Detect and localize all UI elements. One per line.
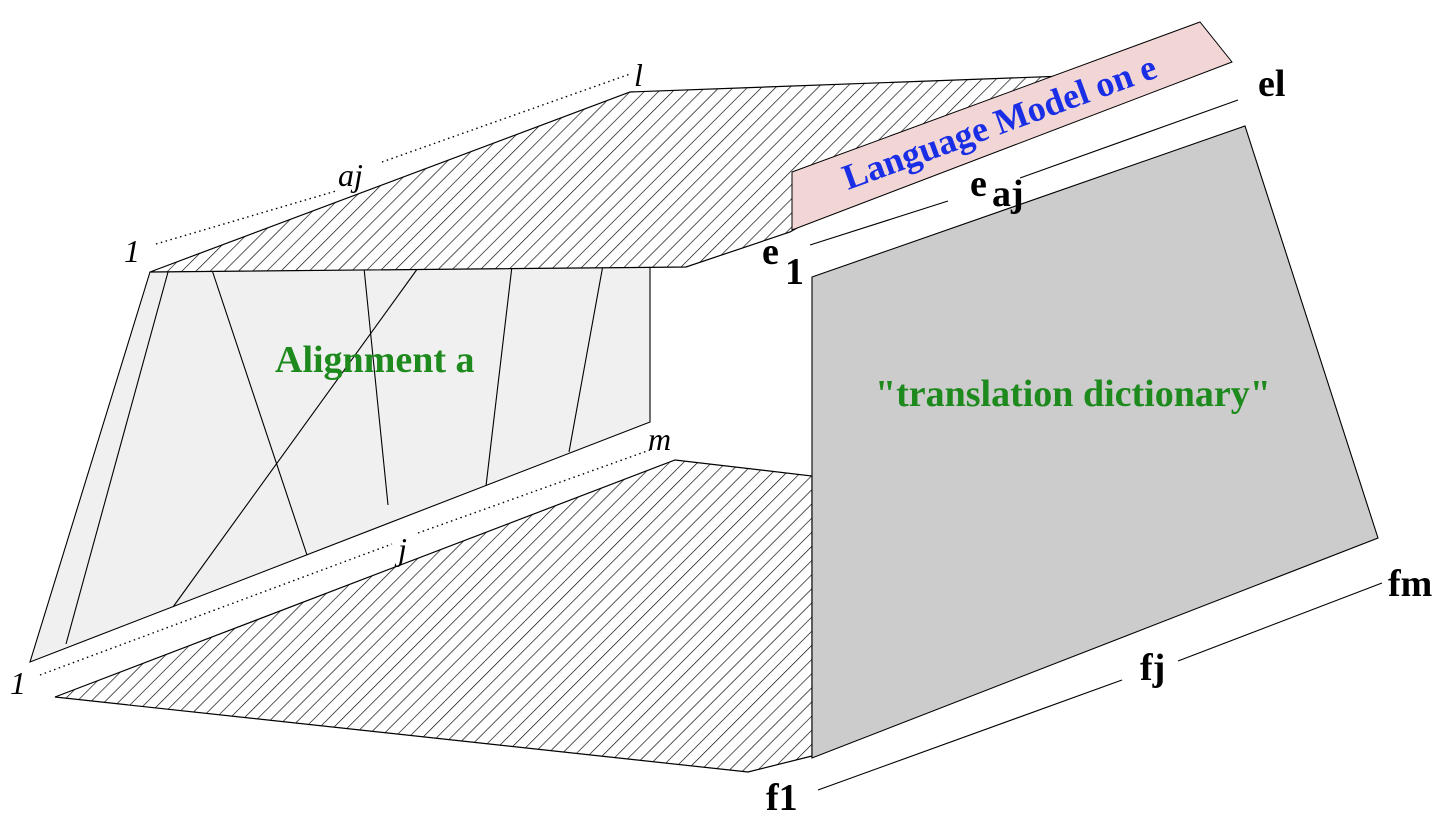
foreign-index-axis [417, 449, 651, 534]
axis-label-aj: aj [338, 157, 363, 193]
translation-dictionary-panel [811, 125, 1379, 759]
foreign-axis-line-lower [817, 679, 1123, 791]
alignment-label: Alignment a [275, 339, 475, 381]
english-index-axis [155, 190, 337, 245]
word-eaj-subscript: aj [992, 173, 1024, 215]
word-fj: fj [1140, 647, 1165, 689]
alignment-link [485, 265, 513, 487]
translation-dictionary-label: "translation dictionary" [875, 373, 1271, 415]
word-eaj-base: e [970, 163, 987, 205]
axis-label-1-bottom: 1 [10, 665, 26, 701]
axis-label-l: l [634, 57, 643, 93]
alignment-link [568, 264, 604, 453]
foreign-axis-line-upper [1177, 582, 1383, 662]
alignment-link [363, 267, 389, 506]
axis-label-j: j [394, 531, 407, 567]
word-f1: f1 [766, 777, 798, 819]
english-axis-line-lower [809, 200, 949, 246]
alignment-links [65, 264, 604, 645]
axis-label-m: m [648, 421, 671, 457]
alignment-link [172, 267, 419, 608]
english-axis-line-upper [1019, 99, 1239, 179]
word-fm: fm [1388, 563, 1432, 605]
alignment-link [65, 271, 169, 645]
axis-label-1-top: 1 [124, 233, 140, 269]
alignment-link [211, 269, 308, 556]
language-model-band [791, 21, 1233, 231]
word-e1-base: e [762, 231, 779, 273]
word-e1-subscript: 1 [785, 251, 804, 293]
word-el: el [1258, 63, 1285, 105]
